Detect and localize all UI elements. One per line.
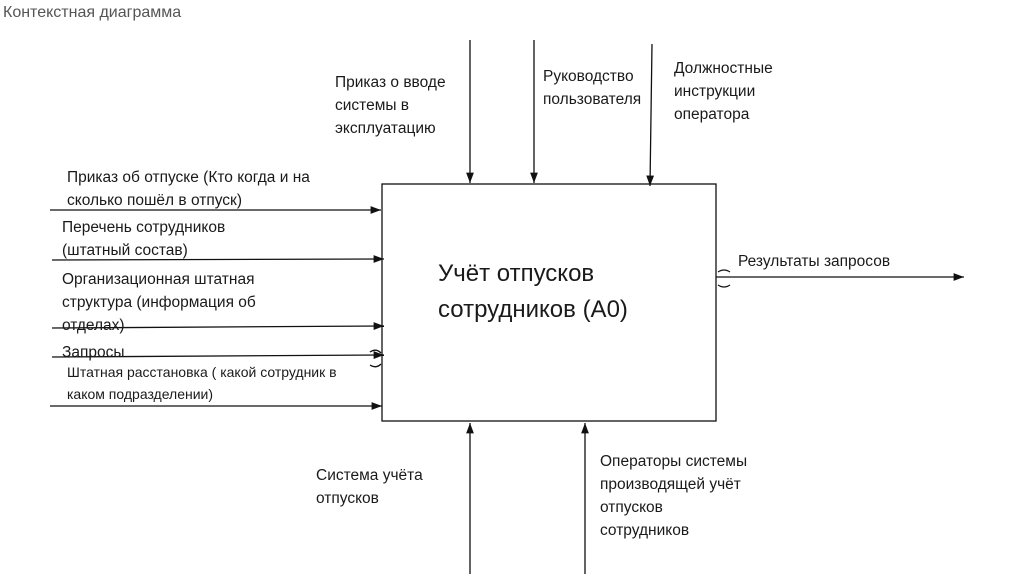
input-label: Перечень сотрудников (штатный состав) (62, 219, 226, 259)
control-label: Руководство пользователя (543, 68, 642, 108)
tunnel-icon (369, 349, 382, 368)
diagram-title: Контекстная диаграмма (3, 4, 182, 21)
input-arrow-2 (51, 255, 385, 263)
input-arrow-4 (51, 351, 385, 359)
control-label: Приказ о вводе системы в эксплуатацию (335, 74, 446, 137)
control-label: Должностные инструкции оператора (674, 60, 773, 123)
input-label: Запросы (62, 344, 125, 361)
mechanism-label: Система учёта отпусков (316, 467, 423, 507)
control-arrow-3 (646, 43, 655, 187)
mechanism-label: Операторы системы производящей учёт отпу… (600, 453, 748, 539)
input-label: Организационная штатная структура (инфор… (62, 271, 256, 334)
tunnel-icon (717, 269, 731, 288)
function-label: Учёт отпусков сотрудников (А0) (438, 260, 628, 323)
function-box (381, 183, 717, 422)
input-label: Приказ об отпуске (Кто когда и на скольк… (67, 169, 310, 209)
input-arrow-3 (51, 322, 385, 330)
output-label: Результаты запросов (738, 253, 891, 270)
input-label: Штатная расстановка ( какой сотрудник в … (67, 364, 337, 402)
